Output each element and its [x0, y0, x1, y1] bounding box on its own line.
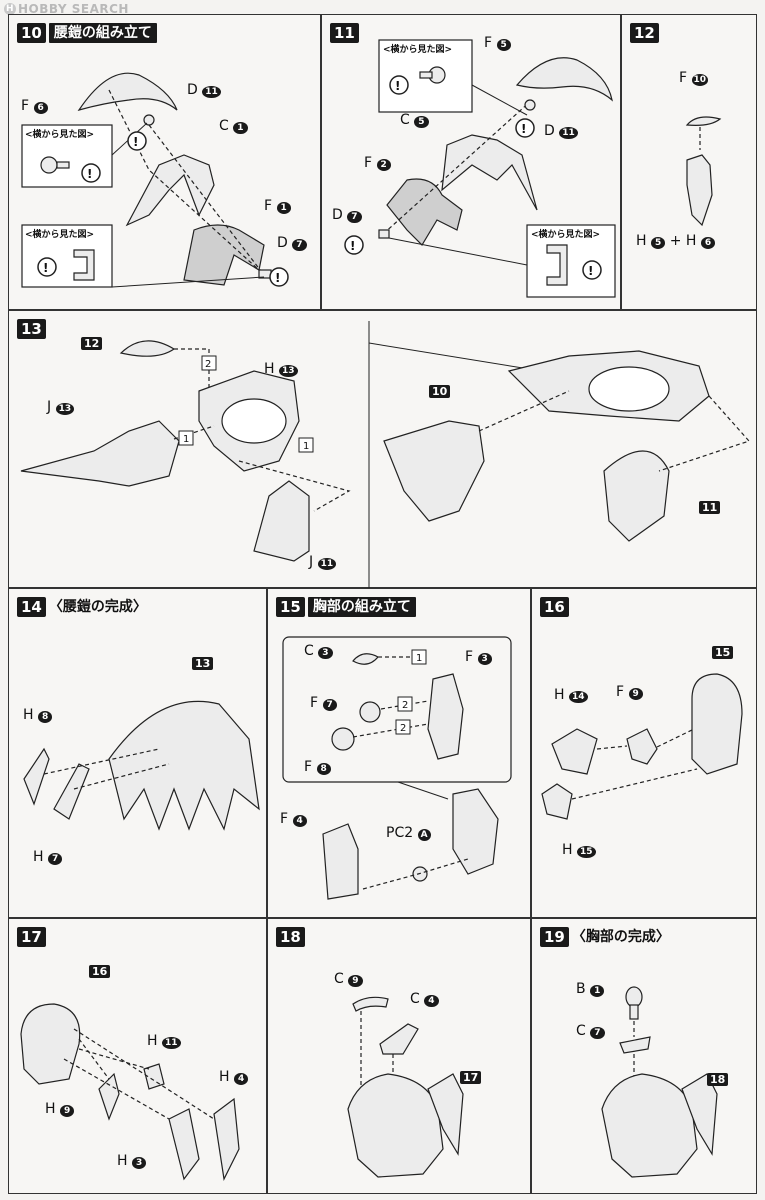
part-label: F 5	[484, 35, 511, 54]
svg-text:!: !	[43, 261, 48, 275]
part-label: 11	[699, 499, 721, 517]
step-number: 13	[17, 319, 46, 339]
step-number: 19	[540, 927, 569, 947]
part-label: C 4	[410, 991, 439, 1010]
step-title: 腰鎧の組み立て	[48, 23, 157, 43]
watermark: H HOBBY SEARCH	[4, 1, 129, 17]
svg-text:2: 2	[205, 359, 211, 370]
step-10-panel: 10 腰鎧の組み立て ! ! ! ! <横から見た図> <横から見た図>	[8, 14, 321, 310]
watermark-text: HOBBY SEARCH	[18, 2, 129, 16]
part-label: D 11	[544, 123, 578, 142]
step-number: 14	[17, 597, 46, 617]
side-view-label: <横から見た図>	[25, 230, 95, 240]
part-label: H 11	[147, 1033, 181, 1052]
part-label: F 4	[280, 811, 307, 830]
side-view-label: <横から見た図>	[25, 130, 95, 140]
part-label: H 9	[45, 1101, 75, 1120]
part-label: H 7	[33, 849, 63, 868]
step-17-panel: 17 16 H 11 H 4 H 9 H 3	[8, 918, 267, 1194]
part-label: 18	[707, 1071, 729, 1089]
step-number: 11	[330, 23, 359, 43]
step-number: 12	[630, 23, 659, 43]
part-label-combo: H 5 + H 6	[636, 233, 716, 252]
part-label: C 1	[219, 118, 248, 137]
step-16-panel: 16 15 H 14 F 9 H 15	[531, 588, 757, 918]
step-15-panel: 15 胸部の組み立て 1 2 2 C 3 F 3 F 7 F 8 F 4 PC2…	[267, 588, 531, 918]
svg-text:!: !	[395, 79, 400, 93]
svg-text:!: !	[350, 239, 355, 253]
step-14-panel: 14 〈腰鎧の完成〉 13 H 8 H 7	[8, 588, 267, 918]
side-view-label: <横から見た図>	[383, 45, 453, 55]
svg-text:!: !	[588, 264, 593, 278]
step-13-diagram: 2 1 1	[20, 321, 751, 589]
part-label: F 10	[679, 70, 709, 86]
svg-text:!: !	[133, 135, 138, 149]
step-19-panel: 19 〈胸部の完成〉 B 1 C 7 18	[531, 918, 757, 1194]
part-label: 15	[712, 644, 734, 662]
svg-text:!: !	[87, 167, 92, 181]
step-12-diagram	[685, 116, 722, 227]
part-label: D 7	[332, 207, 362, 226]
part-label: PC2 A	[386, 825, 431, 844]
part-label: C 7	[576, 1023, 605, 1042]
part-label: D 11	[187, 82, 221, 101]
part-label: F 3	[465, 649, 492, 668]
step-10-diagram: ! ! ! !	[21, 72, 289, 288]
step-11-diagram: ! ! ! !	[344, 39, 616, 298]
step-title: 〈胸部の完成〉	[571, 929, 670, 945]
step-13-panel: 13 2 1 1 12 H 13 J 13 J 11 10 11	[8, 310, 757, 589]
part-label: 13	[192, 655, 214, 673]
part-label: F 2	[364, 155, 391, 174]
part-label: H 13	[264, 361, 298, 380]
step-title: 〈腰鎧の完成〉	[48, 599, 147, 615]
part-label: F 8	[304, 759, 331, 778]
part-label: C 9	[334, 971, 363, 990]
step-number: 18	[276, 927, 305, 947]
svg-text:2: 2	[400, 723, 406, 734]
svg-text:1: 1	[303, 441, 309, 452]
step-15-diagram: 1 2 2	[282, 636, 512, 900]
part-label: J 13	[47, 399, 75, 418]
step-title: 胸部の組み立て	[307, 597, 416, 617]
svg-text:1: 1	[416, 653, 422, 664]
svg-text:!: !	[521, 122, 526, 136]
part-label: H 14	[554, 687, 588, 706]
step-number: 17	[17, 927, 46, 947]
step-12-panel: 12 F 10 H 5 + H 6	[621, 14, 757, 310]
part-label: F 6	[21, 98, 48, 117]
part-label: H 15	[562, 842, 596, 861]
part-label: 12	[81, 335, 103, 353]
part-label: F 1	[264, 198, 291, 217]
svg-text:1: 1	[183, 434, 189, 445]
part-label: H 3	[117, 1153, 147, 1172]
part-label: F 7	[310, 695, 337, 714]
part-label: H 8	[23, 707, 53, 726]
part-label: C 3	[304, 643, 333, 662]
side-view-label: <横から見た図>	[531, 230, 601, 240]
step-number: 15	[276, 597, 305, 617]
svg-text:2: 2	[402, 700, 408, 711]
step-19-diagram	[601, 986, 718, 1178]
part-label: D 7	[277, 235, 307, 254]
step-18-panel: 18 C 9 C 4 17	[267, 918, 531, 1194]
part-label: C 5	[400, 112, 429, 131]
part-label: B 1	[576, 981, 605, 1000]
part-label: 17	[460, 1069, 482, 1087]
part-label: 16	[89, 963, 111, 981]
step-number: 10	[17, 23, 46, 43]
step-11-panel: 11 ! ! ! ! <横から見た図> <横から見た図> F 5 D 11 C …	[321, 14, 621, 310]
part-label: J 11	[309, 554, 337, 573]
step-17-diagram	[20, 1003, 240, 1181]
part-label: H 4	[219, 1069, 249, 1088]
watermark-logo-icon: H	[4, 3, 16, 15]
step-14-diagram	[23, 700, 260, 831]
svg-text:!: !	[275, 271, 280, 285]
step-16-diagram	[541, 673, 743, 820]
step-number: 16	[540, 597, 569, 617]
part-label: 10	[429, 383, 451, 401]
step-18-diagram	[347, 996, 464, 1178]
part-label: F 9	[616, 684, 643, 703]
